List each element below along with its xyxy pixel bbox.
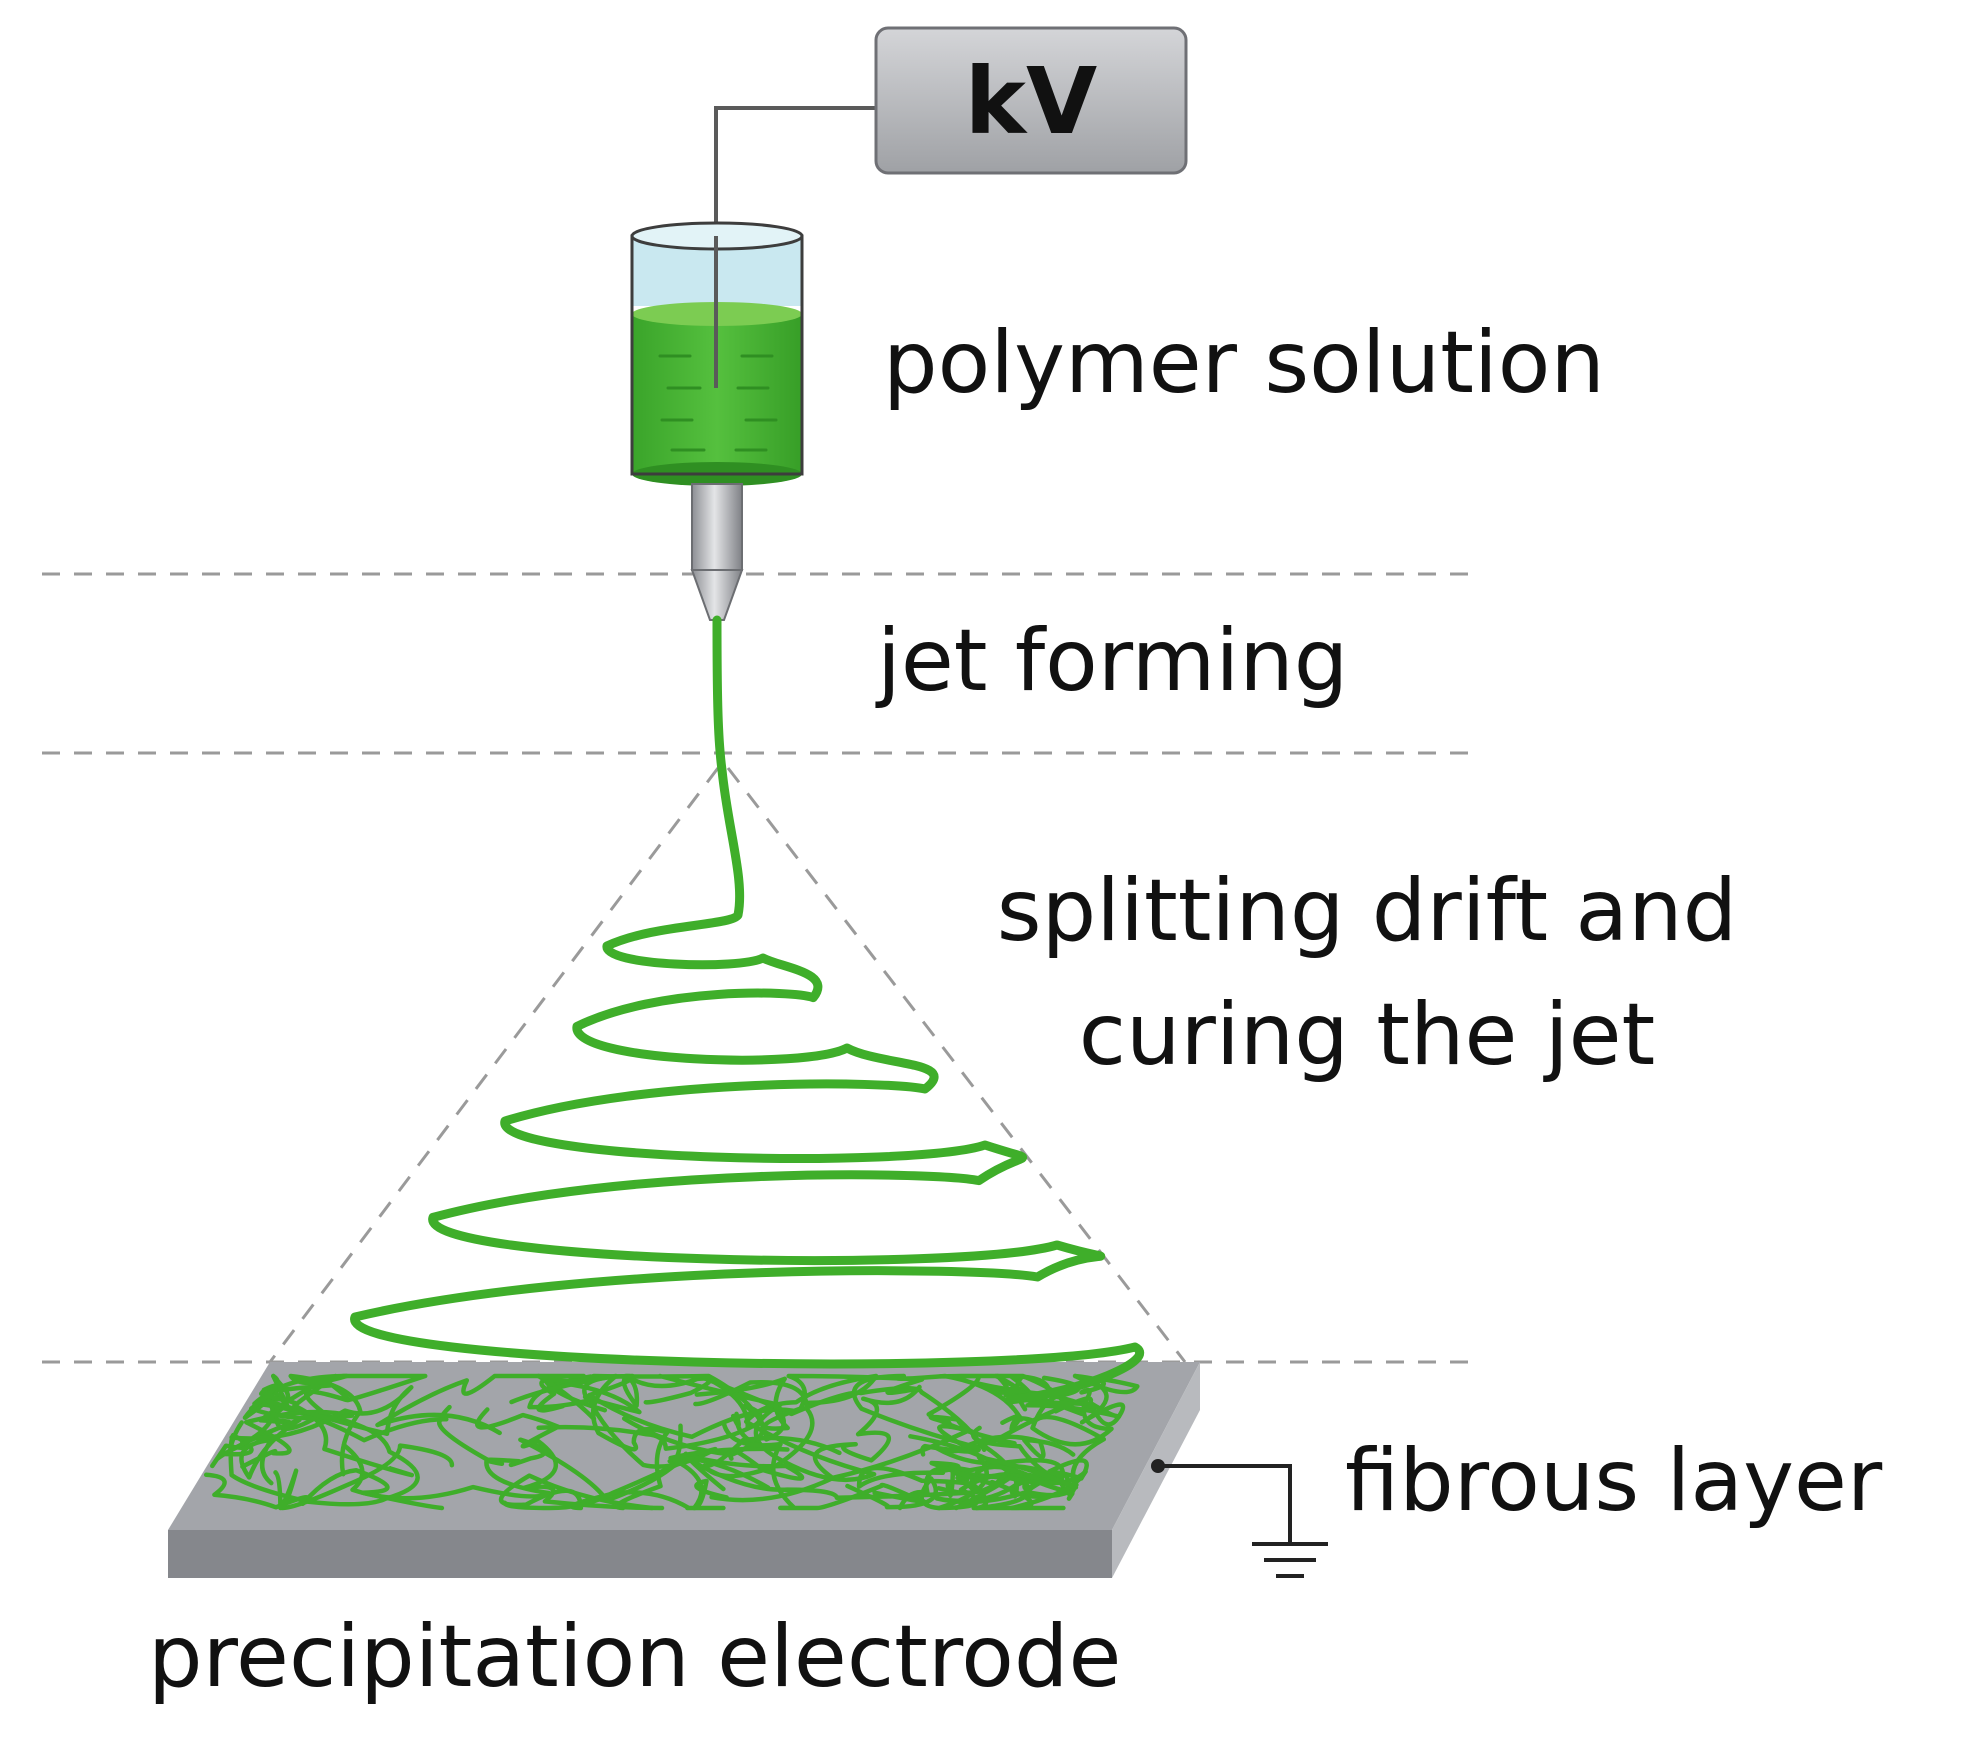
fiber-strand (273, 1443, 455, 1511)
needle-hub (691, 483, 743, 571)
power-supply-box (874, 26, 1188, 175)
fiber-strand (1003, 1373, 1122, 1419)
ground-connection (1151, 1459, 1328, 1578)
fiber-strand (693, 1379, 842, 1479)
label-splitting-line-2: curing the jet (1079, 985, 1655, 1085)
fiber-strand (851, 1373, 1024, 1457)
fiber-strand (1030, 1373, 1114, 1447)
fiber-strand (694, 1373, 925, 1431)
label-jet-forming: jet forming (875, 611, 1348, 711)
label-fibrous-layer: fibrous layer (1345, 1431, 1883, 1531)
fiber-strand (926, 1373, 1024, 1446)
label-splitting-line-1: splitting drift and (997, 861, 1737, 961)
polymer-jet (350, 615, 1145, 1405)
fibrous-layer-mesh (203, 1373, 1140, 1511)
whipping-cone (268, 767, 1187, 1363)
fiber-strand (709, 1384, 922, 1503)
fiber-strand (937, 1414, 1107, 1511)
liquid-texture (658, 354, 778, 452)
ground-wire (1158, 1464, 1292, 1544)
fiber-strand (475, 1407, 665, 1511)
fiber-strand (685, 1434, 1011, 1500)
fiber-strand (856, 1465, 1066, 1511)
fiber-strand (509, 1373, 670, 1511)
power-supply: kV (874, 26, 1188, 175)
cone-left-edge (268, 767, 720, 1363)
fiber-strand (292, 1373, 428, 1478)
needle-tip (690, 569, 744, 621)
label-polymer-solution: polymer solution (883, 313, 1605, 413)
fiber-strand (929, 1460, 1088, 1511)
label-precipitation-electrode: precipitation electrode (148, 1607, 1121, 1707)
fiber-strand (240, 1383, 355, 1469)
fiber-strand (721, 1421, 927, 1511)
plate-front-face (168, 1530, 1112, 1578)
cone-right-edge (726, 767, 1187, 1363)
power-supply-label: kV (965, 48, 1097, 155)
fiber-strand (536, 1373, 786, 1442)
syringe (630, 221, 804, 621)
fiber-strand (994, 1373, 1140, 1427)
fiber-strand (668, 1411, 790, 1511)
fiber-strand (227, 1385, 414, 1453)
